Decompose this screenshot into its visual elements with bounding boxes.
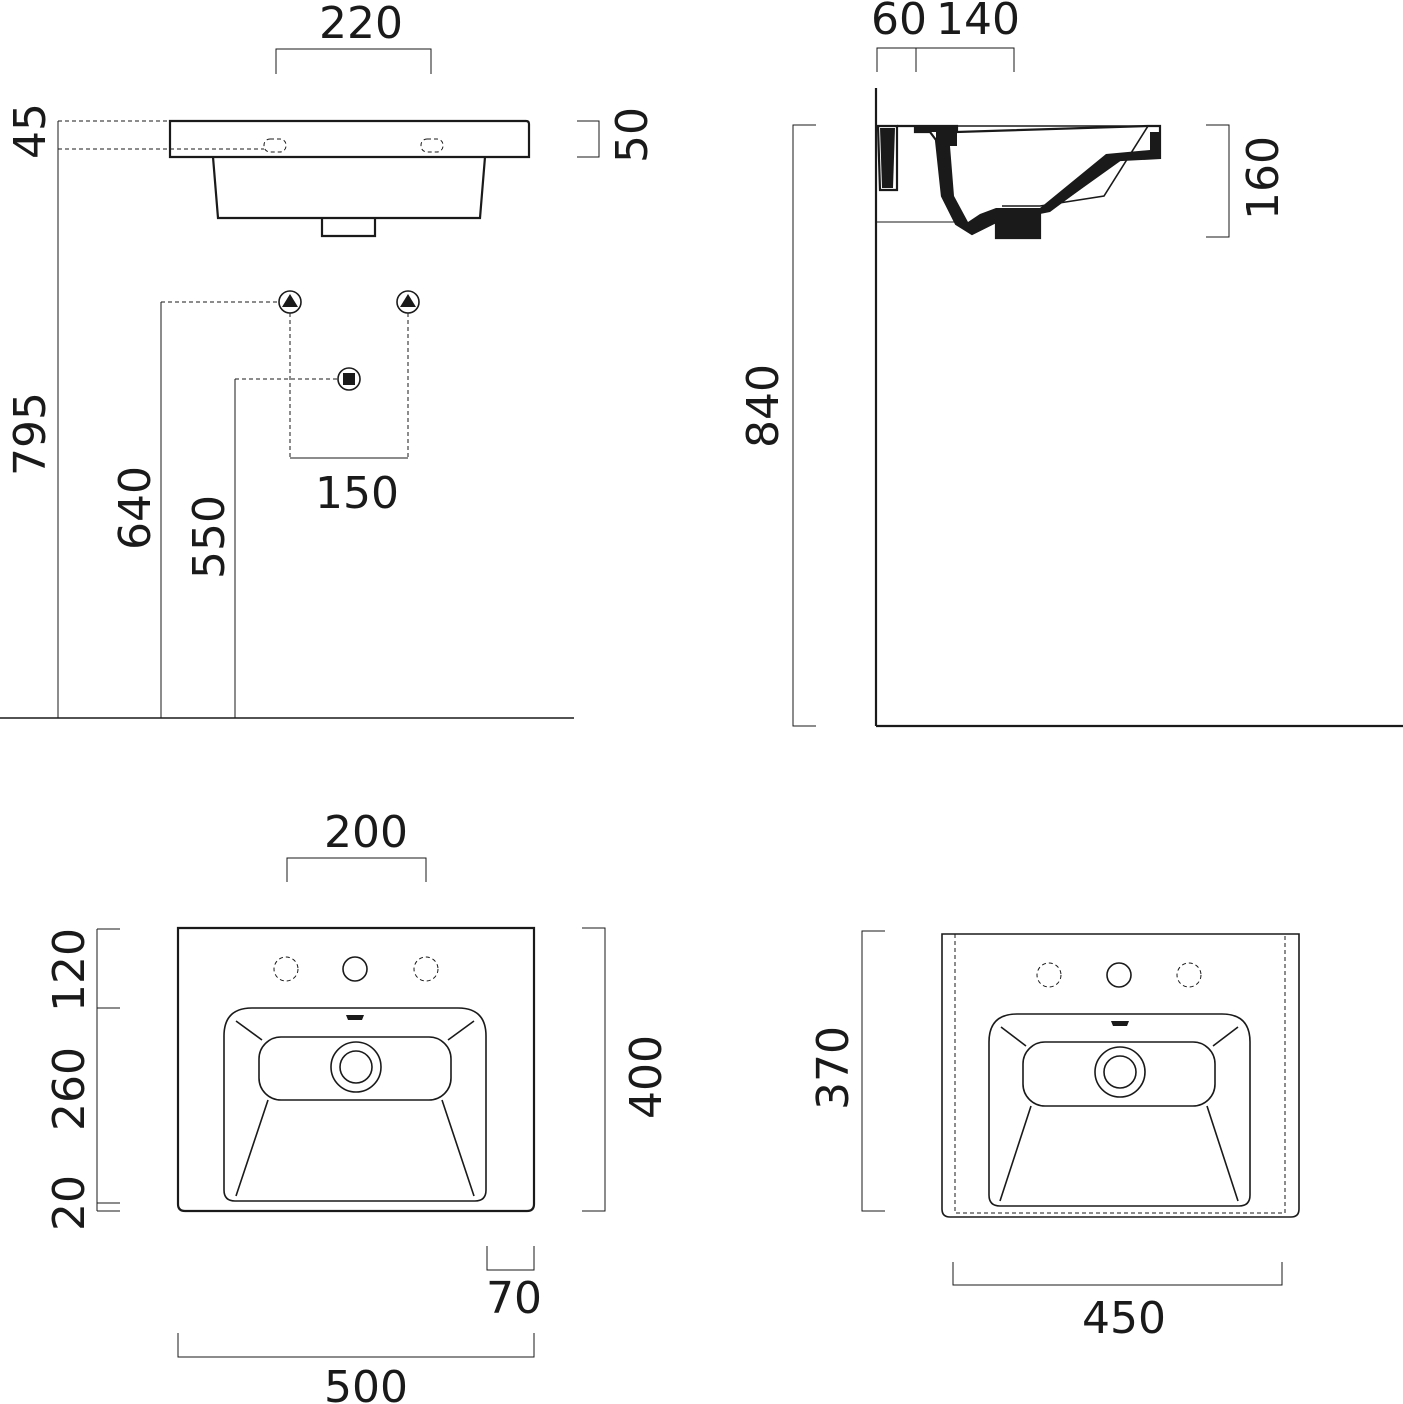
dim-label-corner-offset: 70 — [486, 1273, 542, 1324]
dim-line-top — [876, 47, 1015, 72]
dim-line-450 — [952, 1262, 1283, 1286]
dim-label-drain-height: 550 — [184, 495, 235, 579]
basin-bowl — [211, 156, 487, 220]
tap-hole-optional-icon — [1176, 962, 1202, 988]
bowl-facet-line — [447, 1020, 475, 1041]
dim-line-70 — [486, 1246, 535, 1271]
square-icon — [343, 373, 355, 385]
bowl-bottom — [1022, 1041, 1216, 1107]
bowl-inner-line — [957, 125, 1150, 207]
dim-label-tap-spacing: 220 — [319, 0, 403, 49]
dim-label-total-height: 840 — [738, 364, 789, 448]
cabinet-plan-view: 370 450 — [808, 930, 1300, 1344]
front-elevation-view: 220 50 45 795 640 150 550 — [0, 0, 658, 719]
bowl-facet-line — [441, 1099, 475, 1197]
side-elevation-view: 60 140 160 840 — [738, 0, 1403, 728]
overflow-icon — [1111, 1021, 1129, 1026]
bowl-outline — [223, 1007, 487, 1202]
drain-inner-icon — [1103, 1055, 1137, 1089]
bowl-facet-line — [235, 1099, 269, 1197]
triangle-icon — [282, 294, 298, 307]
bowl-facet-line — [999, 1105, 1032, 1202]
bowl-facet-line — [1212, 1026, 1239, 1047]
tap-hole-outline — [420, 138, 444, 153]
bracket-fill — [880, 128, 895, 188]
wall-bracket — [876, 124, 899, 192]
tap-hole-icon — [1106, 962, 1132, 988]
tap-hole-optional-icon — [273, 956, 299, 982]
dim-label-supply-spacing: 150 — [315, 468, 399, 519]
waste-outlet — [320, 218, 377, 238]
dim-label-back-depth: 120 — [44, 928, 95, 1012]
dim-label-top-height: 50 — [607, 107, 658, 163]
drain-outer-icon — [1094, 1046, 1146, 1098]
dim-label-bowl-depth: 260 — [44, 1047, 95, 1131]
tap-hole-optional-icon — [413, 956, 439, 982]
dim-line-500 — [177, 1333, 535, 1358]
dim-label-rim-height: 795 — [5, 392, 56, 476]
basin-section-fill — [936, 132, 1160, 238]
bowl-facet-line — [235, 1020, 263, 1041]
dim-label-hole-spacing: 200 — [324, 807, 408, 858]
dim-label-cabinet-depth: 370 — [808, 1026, 859, 1110]
dim-line-200 — [286, 857, 427, 882]
bowl-bottom — [258, 1036, 452, 1101]
tap-hole-outline — [263, 138, 287, 153]
basin-rim-fill — [915, 126, 957, 132]
dim-label-wall-gap: 60 — [871, 0, 927, 45]
dim-label-overall-depth: 400 — [621, 1035, 672, 1119]
triangle-icon — [400, 294, 416, 307]
dim-label-supply-height: 640 — [110, 466, 161, 550]
drain-icon — [337, 367, 361, 391]
plan-view: 200 120 260 20 400 70 500 — [44, 807, 672, 1404]
overflow-icon — [346, 1015, 364, 1020]
dim-label-overall-width: 500 — [324, 1362, 408, 1404]
dim-label-front-edge: 20 — [44, 1175, 95, 1231]
drain-outer-icon — [330, 1041, 382, 1093]
bowl-outline — [988, 1013, 1251, 1207]
basin-outline — [176, 926, 536, 1213]
cabinet-outline — [941, 933, 1300, 1218]
dim-line-370 — [861, 930, 885, 1212]
dim-line-400 — [582, 927, 606, 1212]
cabinet-inner-dashed — [954, 934, 1286, 1214]
dim-line-160 — [1206, 124, 1230, 238]
dim-label-basin-depth: 160 — [1238, 136, 1289, 220]
dim-label-bracket-width: 140 — [936, 0, 1020, 45]
bowl-facet-line — [1206, 1105, 1239, 1202]
dim-line-220 — [275, 48, 432, 74]
dim-label-cabinet-width: 450 — [1082, 1293, 1166, 1344]
dim-label-rim-offset: 45 — [5, 103, 56, 159]
bowl-facet-line — [1000, 1026, 1027, 1047]
tap-hole-optional-icon — [1036, 962, 1062, 988]
tap-hole-icon — [342, 956, 368, 982]
dim-line-50 — [577, 120, 600, 158]
basin-top-slab — [168, 119, 531, 159]
drain-inner-icon — [339, 1050, 373, 1084]
dim-line-840 — [792, 124, 816, 727]
